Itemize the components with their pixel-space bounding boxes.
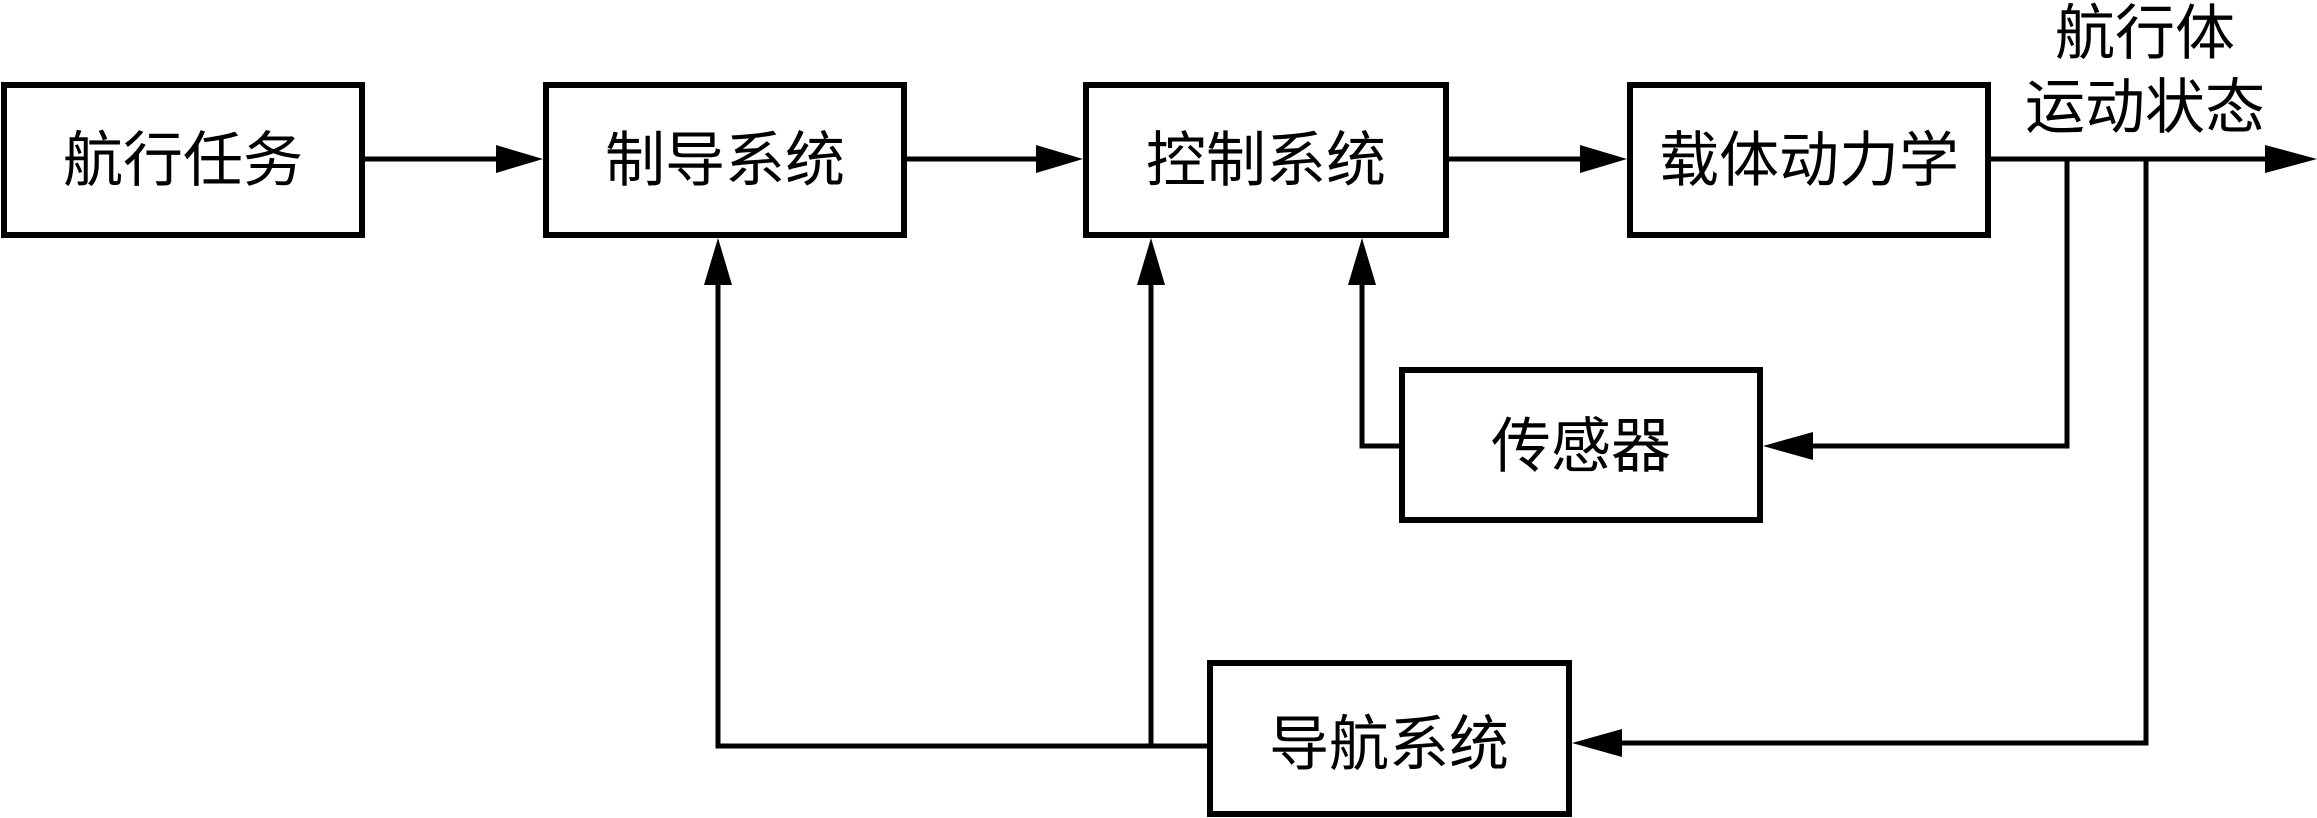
block-control[interactable]: 控制系统	[1083, 82, 1449, 238]
block-mission-label: 航行任务	[63, 126, 303, 196]
arrow-sensor-to-control	[1348, 238, 1402, 449]
block-mission[interactable]: 航行任务	[1, 82, 365, 238]
block-control-label: 控制系统	[1146, 126, 1386, 196]
block-navigation[interactable]: 导航系统	[1207, 660, 1572, 817]
arrow-navigation-to-control	[1137, 238, 1165, 749]
block-guidance-label: 制导系统	[605, 126, 845, 196]
arrow-control-to-dynamics	[1446, 145, 1627, 173]
block-navigation-label: 导航系统	[1269, 710, 1509, 780]
arrow-dynamics-to-sensor	[1763, 156, 2070, 460]
block-sensor[interactable]: 传感器	[1399, 367, 1763, 523]
arrow-mission-to-guidance	[362, 145, 543, 173]
output-label-line2: 运动状态	[2025, 73, 2265, 143]
arrow-dynamics-to-navigation	[1572, 156, 2149, 757]
block-dynamics[interactable]: 载体动力学	[1627, 82, 1991, 238]
arrow-guidance-to-control	[904, 145, 1083, 173]
arrow-navigation-to-guidance	[704, 238, 1210, 749]
output-label-line1: 航行体	[2055, 0, 2235, 69]
block-dynamics-label: 载体动力学	[1659, 126, 1959, 196]
block-guidance[interactable]: 制导系统	[543, 82, 907, 238]
block-sensor-label: 传感器	[1491, 412, 1671, 482]
arrow-output-motion-state	[1988, 145, 2317, 173]
